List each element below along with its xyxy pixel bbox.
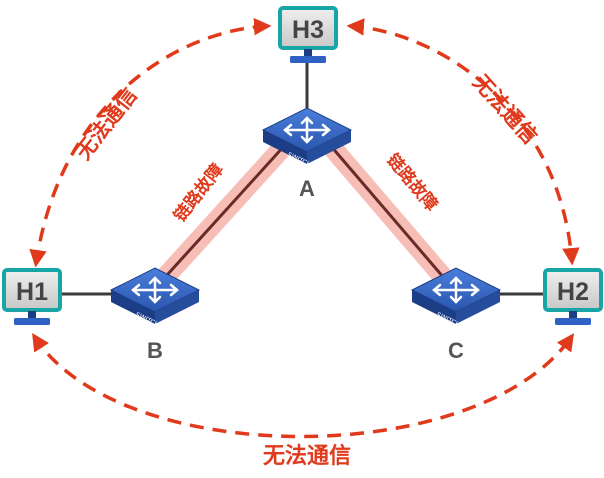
caption-right-arc: 无法通信	[468, 70, 542, 148]
host-h2[interactable]: H2	[543, 268, 603, 325]
monitor-icon	[2, 268, 62, 312]
host-h2-label: H2	[557, 278, 589, 306]
switch-arrows-icon	[283, 116, 331, 144]
switch-a[interactable]: SWITCH	[261, 107, 353, 169]
caption-left-arc: 无法通信	[71, 83, 142, 164]
monitor-icon	[543, 268, 603, 312]
monitor-icon	[278, 6, 338, 50]
host-h1-label: H1	[16, 278, 48, 306]
fault-link-a-c	[320, 135, 460, 295]
arc-h1-h2	[32, 333, 574, 439]
switch-arrows-icon	[432, 276, 480, 304]
switch-c-label: C	[448, 338, 464, 363]
host-h3-label: H3	[292, 16, 324, 44]
switch-b-label: B	[147, 338, 163, 363]
arc-h3-h2	[346, 18, 580, 266]
host-h1[interactable]: H1	[2, 268, 62, 325]
host-h3[interactable]: H3	[278, 6, 338, 63]
arc-h1-h3	[29, 17, 272, 268]
switch-arrows-icon	[131, 276, 179, 304]
switch-b[interactable]: SWITCH	[109, 267, 201, 329]
caption-bottom-arc: 无法通信	[263, 443, 351, 469]
switch-a-label: A	[299, 176, 315, 201]
fault-link-a-b	[148, 135, 295, 295]
switch-c[interactable]: SWITCH	[410, 267, 502, 329]
